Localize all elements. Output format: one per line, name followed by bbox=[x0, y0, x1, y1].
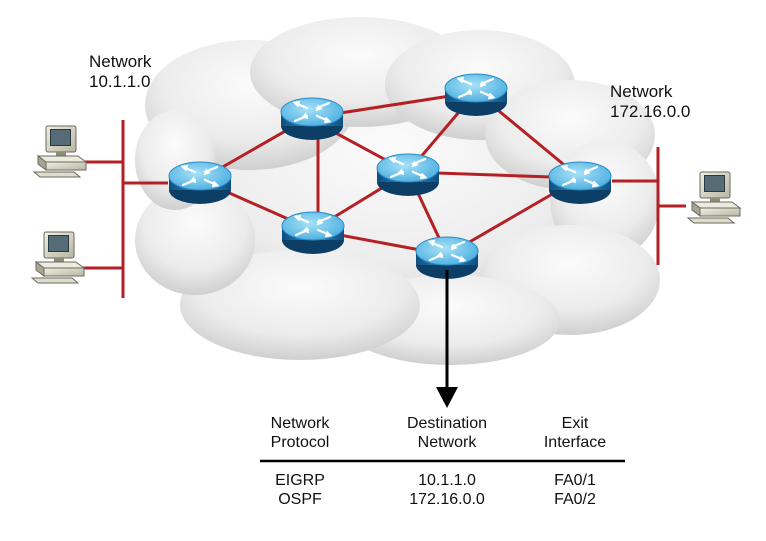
pc-icon bbox=[687, 171, 741, 224]
row-protocol: OSPF bbox=[278, 491, 322, 508]
row-interface: FA0/2 bbox=[554, 491, 596, 508]
header-destination-network: Destination Network bbox=[406, 415, 488, 451]
arrow-down-icon bbox=[436, 270, 458, 408]
router-icon bbox=[547, 160, 613, 206]
router-icon bbox=[443, 72, 509, 118]
right-network-address: 172.16.0.0 bbox=[610, 102, 691, 121]
right-network-title: Network bbox=[610, 82, 673, 101]
row-destination: 10.1.1.0 bbox=[418, 472, 476, 489]
router-icon bbox=[375, 152, 441, 198]
right-network-label: Network 172.16.0.0 bbox=[610, 82, 690, 122]
row-destination: 172.16.0.0 bbox=[409, 491, 485, 508]
router-icon bbox=[279, 96, 345, 142]
router-icon bbox=[280, 210, 346, 256]
pc-icon bbox=[31, 231, 85, 284]
router-icon bbox=[167, 160, 233, 206]
left-network-label: Network 10.1.1.0 bbox=[89, 52, 151, 92]
header-exit-interface: Exit Interface bbox=[543, 415, 607, 451]
left-network-title: Network bbox=[89, 52, 152, 71]
lan-segments bbox=[80, 120, 686, 298]
pc-icon bbox=[33, 125, 87, 178]
row-interface: FA0/1 bbox=[554, 472, 596, 489]
left-network-address: 10.1.1.0 bbox=[89, 72, 151, 91]
header-network-protocol: Network Protocol bbox=[270, 415, 330, 451]
row-protocol: EIGRP bbox=[275, 472, 325, 489]
